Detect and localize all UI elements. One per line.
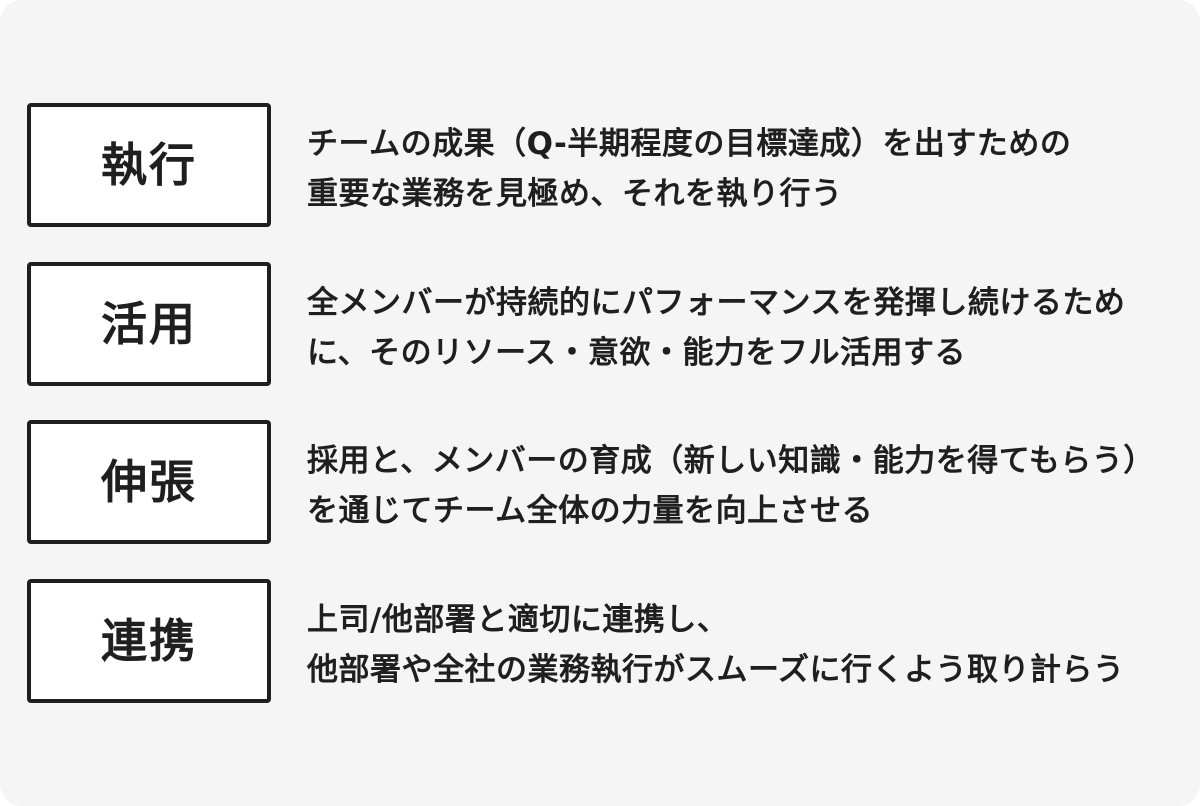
term-label: 伸張 xyxy=(101,455,197,509)
description-growth: 採用と、メンバーの育成（新しい知識・能力を得てもらう） を通じてチーム全体の力量… xyxy=(307,436,1187,536)
description-utilization: 全メンバーが持続的にパフォーマンスを発揮し続けるため に、そのリソース・意欲・能… xyxy=(307,278,1187,378)
term-label: 執行 xyxy=(101,138,197,192)
description-line: を通じてチーム全体の力量を向上させる xyxy=(307,493,874,529)
description-line: に、そのリソース・意欲・能力をフル活用する xyxy=(307,335,967,371)
term-label: 活用 xyxy=(101,297,197,351)
term-box-growth: 伸張 xyxy=(27,420,271,544)
description-line: 全メンバーが持続的にパフォーマンスを発揮し続けるため xyxy=(307,285,1126,321)
description-line: 重要な業務を見極め、それを執り行う xyxy=(307,176,843,212)
term-box-execution: 執行 xyxy=(27,103,271,227)
description-line: 他部署や全社の業務執行がスムーズに行くよう取り計らう xyxy=(307,652,1125,688)
term-label: 連携 xyxy=(101,614,197,668)
term-box-collaboration: 連携 xyxy=(27,579,271,703)
description-collaboration: 上司/他部署と適切に連携し、 他部署や全社の業務執行がスムーズに行くよう取り計ら… xyxy=(307,595,1187,695)
description-execution: チームの成果（Q-半期程度の目標達成）を出すための 重要な業務を見極め、それを執… xyxy=(307,119,1187,219)
description-line: 採用と、メンバーの育成（新しい知識・能力を得てもらう） xyxy=(307,443,1155,479)
description-line: 上司/他部署と適切に連携し、 xyxy=(307,602,729,638)
description-line: チームの成果（Q-半期程度の目標達成）を出すための xyxy=(307,126,1072,162)
term-box-utilization: 活用 xyxy=(27,262,271,386)
